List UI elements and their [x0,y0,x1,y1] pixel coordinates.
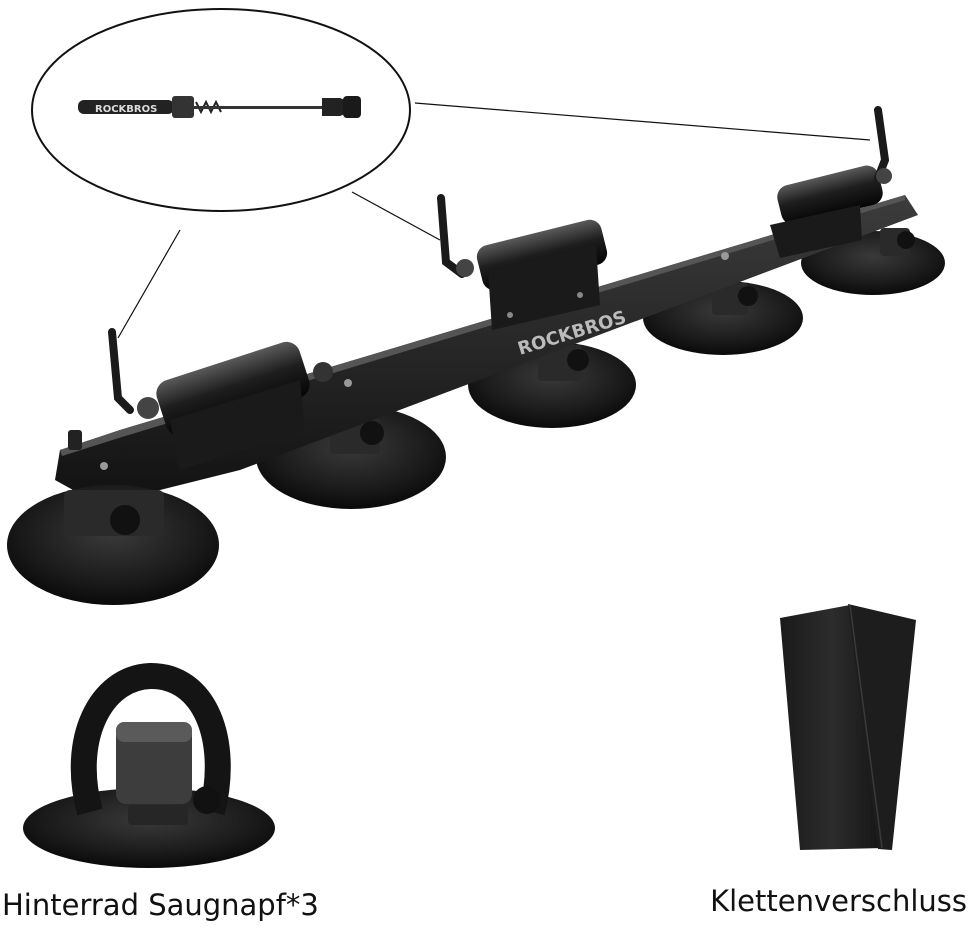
velcro-strap-image [780,604,916,850]
callout-lines [117,102,871,339]
fork-mount-middle [437,194,608,330]
fork-mount-right [770,106,892,258]
rear-wheel-suction-cup-image [23,662,275,868]
suction-cup-front [7,430,219,605]
suction-cup-right-end [801,228,945,295]
rear-wheel-suction-cup-caption: Hinterrad Saugnapf*3 [2,888,319,922]
quick-release-zoom-bubble: ROCKBROS [31,8,411,212]
skewer-logo-text: ROCKBROS [95,104,157,115]
fork-mount-left [108,328,333,470]
velcro-strap-caption: Klettenverschluss [710,884,967,918]
quick-release-skewer: ROCKBROS [78,96,361,118]
